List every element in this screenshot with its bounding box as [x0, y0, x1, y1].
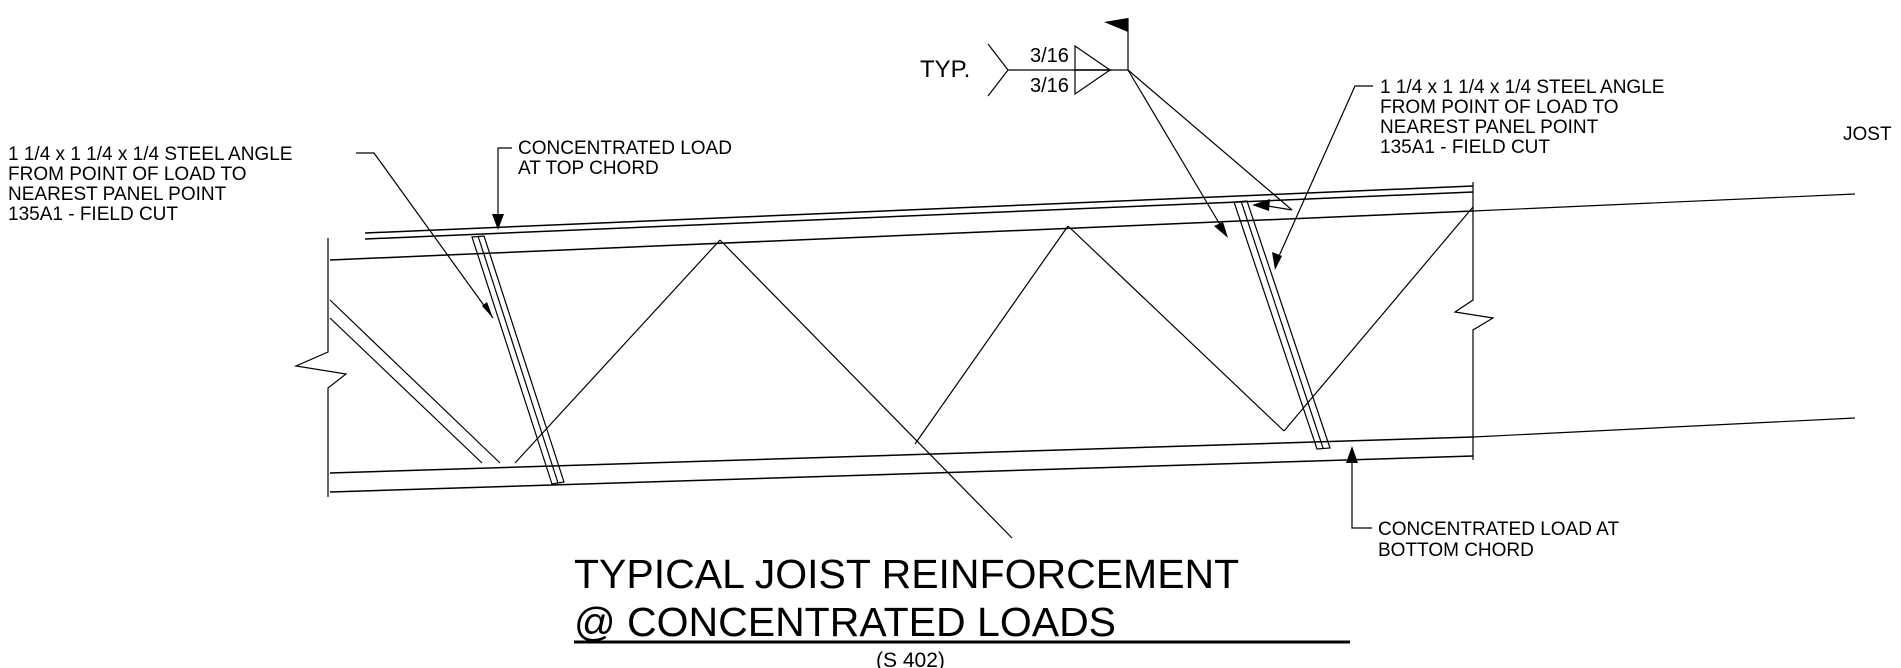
label-joist-cut: JOST: [1843, 124, 1892, 145]
bottom-chord: [329, 417, 1856, 493]
weld-leaders: [1127, 69, 1293, 238]
title-reference: (S 402): [876, 649, 945, 668]
label-angle-right-line-4: 135A1 - FIELD CUT: [1380, 137, 1550, 158]
weld-note: TYP.: [920, 56, 970, 83]
web-members: [329, 206, 1474, 539]
label-load-top-line-2: AT TOP CHORD: [518, 158, 659, 179]
weld-symbol: [987, 18, 1129, 97]
top-chord: [329, 185, 1856, 261]
leader-angle-left: [356, 152, 494, 319]
label-angle-left-line-2: FROM POINT OF LOAD TO: [8, 164, 247, 185]
reinforcing-angle-right: [1233, 200, 1331, 450]
detail-title: TYPICAL JOIST REINFORCEMENT @ CONCENTRAT…: [574, 551, 1350, 668]
label-angle-right-line-2: FROM POINT OF LOAD TO: [1380, 97, 1619, 118]
break-line-right: [1453, 182, 1495, 460]
reinforcing-angle-left: [471, 235, 565, 485]
weld-size-bottom: 3/16: [1030, 75, 1069, 97]
label-angle-left-line-1: 1 1/4 x 1 1/4 x 1/4 STEEL ANGLE: [8, 144, 292, 165]
leader-load-top: [492, 147, 512, 230]
label-angle-left-line-3: NEAREST PANEL POINT: [8, 184, 227, 205]
title-line-2: @ CONCENTRATED LOADS: [574, 599, 1116, 645]
label-load-top-line-1: CONCENTRATED LOAD: [518, 138, 732, 159]
label-angle-left: 1 1/4 x 1 1/4 x 1/4 STEEL ANGLE FROM POI…: [8, 144, 292, 225]
break-line-left: [293, 238, 348, 497]
leader-angle-right: [1272, 85, 1373, 270]
leader-load-bottom: [1346, 446, 1372, 529]
label-angle-right: 1 1/4 x 1 1/4 x 1/4 STEEL ANGLE FROM POI…: [1380, 77, 1664, 158]
weld-size-top: 3/16: [1030, 45, 1069, 67]
title-line-1: TYPICAL JOIST REINFORCEMENT: [574, 551, 1239, 597]
label-angle-right-line-3: NEAREST PANEL POINT: [1380, 117, 1599, 138]
label-angle-right-line-1: 1 1/4 x 1 1/4 x 1/4 STEEL ANGLE: [1380, 77, 1664, 98]
label-load-bottom: CONCENTRATED LOAD AT BOTTOM CHORD: [1378, 519, 1619, 561]
label-load-bottom-line-1: CONCENTRATED LOAD AT: [1378, 519, 1619, 540]
label-load-top: CONCENTRATED LOAD AT TOP CHORD: [518, 138, 732, 179]
label-load-bottom-line-2: BOTTOM CHORD: [1378, 540, 1534, 561]
label-angle-left-line-4: 135A1 - FIELD CUT: [8, 204, 178, 225]
